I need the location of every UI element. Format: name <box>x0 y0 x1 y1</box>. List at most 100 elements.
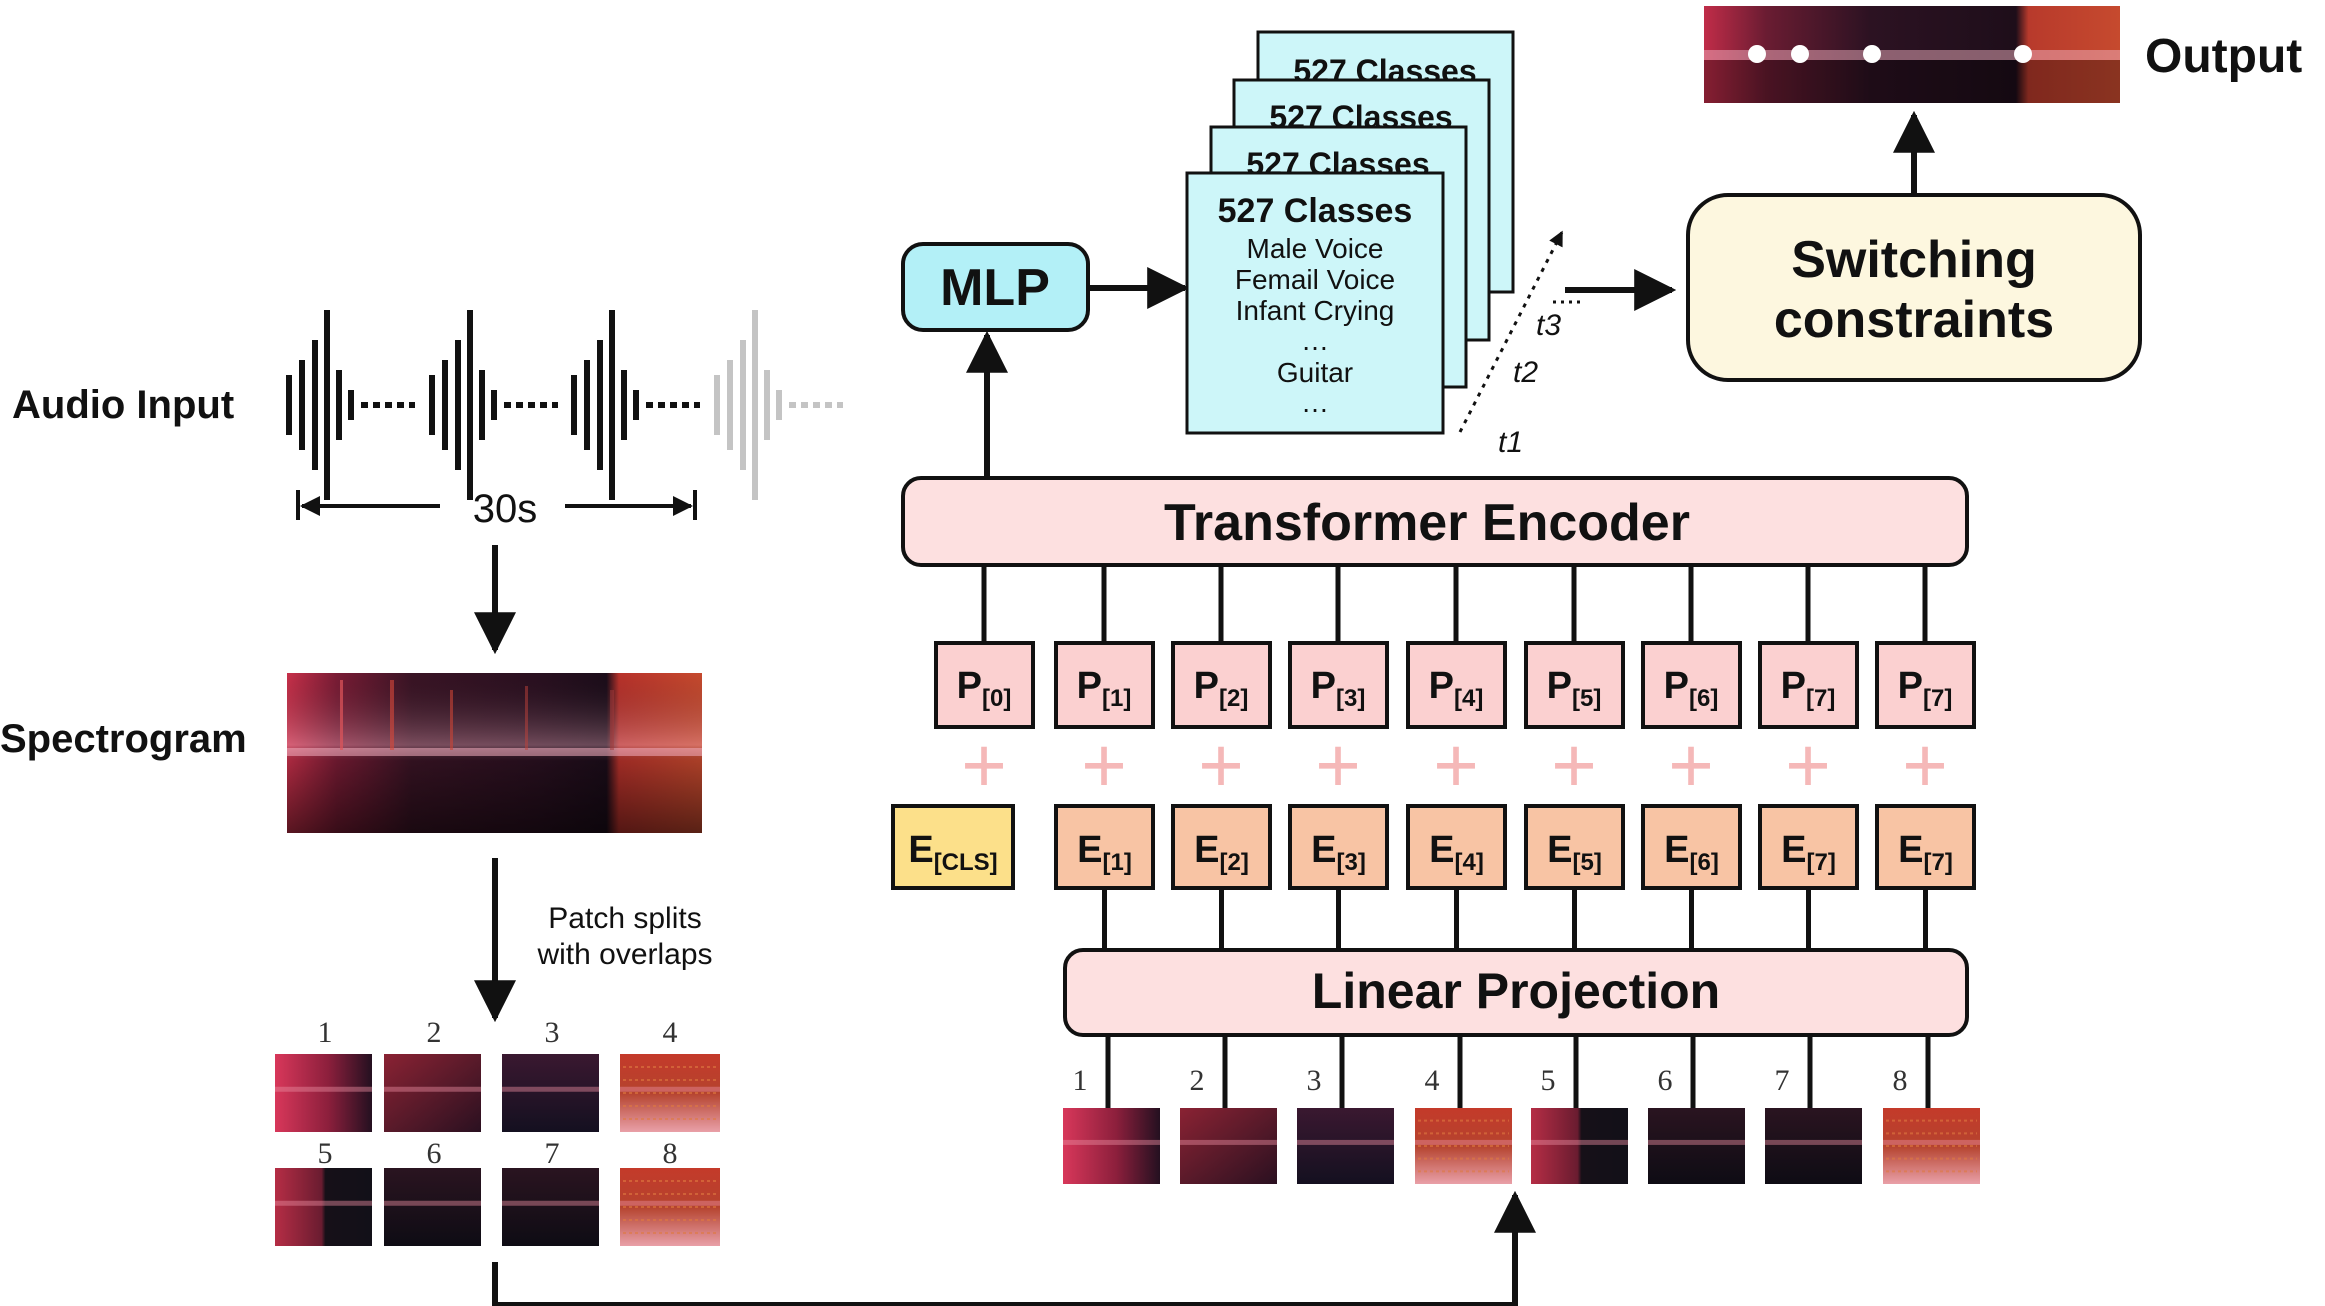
embedding-box <box>1288 804 1389 890</box>
embedding-label: E[7] <box>1898 829 1953 876</box>
grid-patch-number: 4 <box>663 1016 678 1049</box>
patch-tile <box>502 1054 599 1132</box>
embedding-box <box>1171 804 1272 890</box>
patch-tile <box>1063 1108 1160 1184</box>
patch-tile <box>1297 1108 1394 1184</box>
patch-tile <box>502 1168 599 1246</box>
position-label: P[3] <box>1311 665 1366 712</box>
position-label: P[7] <box>1898 665 1953 712</box>
class-item-6: … <box>1301 387 1329 418</box>
position-box <box>1171 641 1272 729</box>
embedding-box <box>1875 804 1976 890</box>
position-label: P[0] <box>957 665 1012 712</box>
patch-tile <box>1765 1108 1862 1184</box>
position-box <box>1406 641 1507 729</box>
spectrogram-label: Spectrogram <box>0 717 247 761</box>
class-card-stack: 527 Classes 527 Classes 527 Classes 527 … <box>1185 30 1515 435</box>
embedding-label: E[4] <box>1429 829 1484 876</box>
output-spectrogram <box>1704 6 2120 103</box>
class-card-title: 527 Classes <box>1218 192 1413 230</box>
patch-band <box>1648 1139 1745 1145</box>
patch-band <box>1297 1139 1394 1145</box>
sequence-patch-number: 2 <box>1190 1064 1205 1097</box>
position-box <box>1524 641 1625 729</box>
patch-band <box>384 1200 481 1206</box>
plus-sign: + <box>1081 721 1127 809</box>
embedding-label: E[3] <box>1311 829 1366 876</box>
patch-tile <box>384 1168 481 1246</box>
grid-patch-number: 3 <box>545 1016 560 1049</box>
sequence-patch-number: 7 <box>1775 1064 1790 1097</box>
embedding-box <box>1406 804 1507 890</box>
embedding-box <box>1054 804 1155 890</box>
position-label: P[7] <box>1781 665 1836 712</box>
position-box <box>1875 641 1976 729</box>
time-axis <box>1458 230 1564 433</box>
position-box <box>1641 641 1742 729</box>
position-box <box>1758 641 1859 729</box>
patch-tile <box>1648 1108 1745 1184</box>
embedding-label: E[7] <box>1781 829 1836 876</box>
embedding-box <box>891 804 1015 890</box>
plus-sign: + <box>1551 721 1597 809</box>
time-label-t2: t2 <box>1513 356 1538 389</box>
patch-tile <box>384 1054 481 1132</box>
transformer-encoder-box <box>901 476 1969 567</box>
plus-sign: + <box>1433 721 1479 809</box>
arrow-patches-to-sequence <box>492 1190 1536 1306</box>
sequence-patch-number: 8 <box>1893 1064 1908 1097</box>
spectrogram-image <box>287 673 702 833</box>
embedding-box <box>1758 804 1859 890</box>
output-marker-3 <box>1863 45 1881 63</box>
grid-patch-number: 5 <box>318 1137 333 1170</box>
patch-band <box>1415 1139 1512 1145</box>
linear-projection-label: Linear Projection <box>1312 963 1720 1019</box>
embedding-label: E[6] <box>1664 829 1719 876</box>
sequence-patch-number: 1 <box>1073 1064 1088 1097</box>
patch-band <box>275 1200 372 1206</box>
grid-patch-number: 8 <box>663 1137 678 1170</box>
embedding-box <box>1641 804 1742 890</box>
sequence-patch-number: 5 <box>1541 1064 1556 1097</box>
position-label: P[4] <box>1429 665 1484 712</box>
plus-sign: + <box>1668 721 1714 809</box>
switching-line2: constraints <box>1774 291 2054 349</box>
audio-waveform <box>286 310 843 500</box>
patch-band <box>502 1200 599 1206</box>
grid-patch-number: 2 <box>427 1016 442 1049</box>
patch-band <box>384 1086 481 1092</box>
duration-label: 30s <box>473 487 538 531</box>
position-label: P[1] <box>1077 665 1132 712</box>
time-label-t3: t3 <box>1536 309 1561 342</box>
class-item-4: … <box>1301 325 1329 356</box>
switching-line1: Switching <box>1791 231 2037 289</box>
patch-band <box>1883 1139 1980 1145</box>
linear-projection-box <box>1063 948 1969 1037</box>
patch-band <box>1765 1139 1862 1145</box>
class-item-5: Guitar <box>1277 357 1353 388</box>
token-columns: E[CLS]+P[0]E[1]+P[1]E[2]+P[2]E[3]+P[3]E[… <box>891 565 1976 950</box>
sequence-patch-number: 3 <box>1307 1064 1322 1097</box>
mlp-label: MLP <box>940 259 1050 317</box>
position-label: P[5] <box>1547 665 1602 712</box>
split-caption-line1: Patch splits <box>548 902 701 935</box>
split-caption-line2: with overlaps <box>536 938 712 971</box>
patch-band <box>1063 1139 1160 1145</box>
position-label: P[2] <box>1194 665 1249 712</box>
patch-band <box>620 1086 720 1092</box>
embedding-label: E[CLS] <box>908 829 997 876</box>
patch-tile <box>1531 1108 1628 1184</box>
grid-patch-number: 7 <box>545 1137 560 1170</box>
position-box <box>934 641 1035 729</box>
grid-patch-number: 6 <box>427 1137 442 1170</box>
patch-band <box>275 1086 372 1092</box>
patch-band <box>1531 1139 1628 1145</box>
plus-sign: + <box>1785 721 1831 809</box>
class-item-1: Male Voice <box>1247 233 1384 264</box>
output-marker-1 <box>1748 45 1766 63</box>
patch-tile <box>1180 1108 1277 1184</box>
embedding-box <box>1524 804 1625 890</box>
output-marker-2 <box>1791 45 1809 63</box>
